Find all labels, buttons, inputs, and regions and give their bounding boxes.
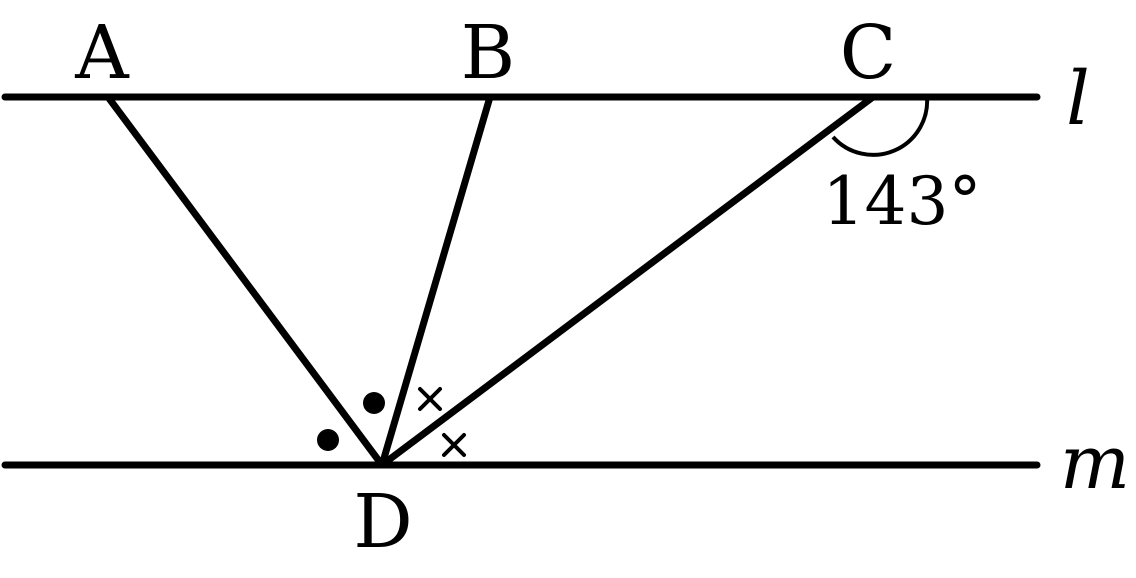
line-label-m: m: [1060, 420, 1130, 506]
angle-cross-mark-1: [418, 387, 442, 411]
segment-ad: [104, 93, 386, 469]
point-label-d: D: [353, 479, 412, 565]
point-label-c: C: [840, 10, 897, 96]
angle-cross-mark-2: [442, 433, 466, 457]
point-label-a: A: [74, 10, 130, 96]
angle-dot-mark-1: [317, 429, 339, 451]
segment-bd: [378, 93, 494, 469]
segment-cd: [378, 93, 877, 469]
angle-arc-c: [831, 96, 930, 157]
angle-dot-mark-2: [363, 392, 385, 414]
angle-value-label: 143°: [823, 163, 982, 240]
line-label-l: l: [1066, 56, 1090, 142]
point-label-b: B: [461, 10, 515, 96]
